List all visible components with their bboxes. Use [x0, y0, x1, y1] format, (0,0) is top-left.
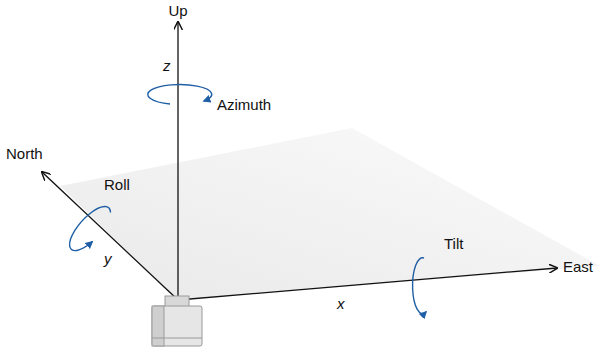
tilt-arrow [413, 258, 426, 314]
sensor-device [152, 296, 202, 346]
rotation-name: Azimuth [217, 97, 271, 112]
north-axis [42, 172, 178, 300]
axis-symbol: y [104, 251, 112, 266]
axis-symbol: x [337, 296, 345, 311]
up-axis [177, 22, 178, 300]
axis-symbol: z [163, 58, 171, 73]
azimuth-arrow [148, 84, 212, 104]
axis-name: North [6, 146, 43, 161]
rotation-name: Tilt [444, 236, 463, 251]
axis-name: Up [168, 3, 187, 18]
east-axis [178, 268, 557, 300]
roll-arrow [63, 200, 116, 256]
rotation-name: Roll [104, 177, 130, 192]
axis-name: East [563, 259, 593, 274]
horizontal-plane [60, 128, 600, 300]
